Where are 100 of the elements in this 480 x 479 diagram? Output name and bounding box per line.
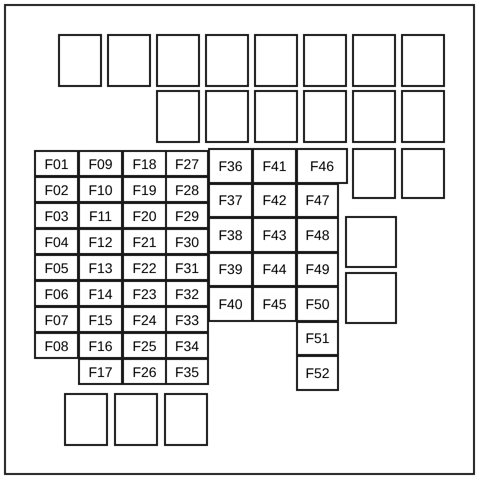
fuse-slot [208,217,253,252]
fuse-slot [296,286,339,322]
fuse-slot [296,355,339,390]
fuse-slot [34,332,79,359]
fuse-slot [165,254,209,281]
fuse-label: F39 [218,262,243,276]
relay-slot [303,90,347,143]
fuse-slot [34,306,79,333]
fuse-label: F18 [132,156,157,170]
relay-slot [107,34,151,87]
fuse-label: F28 [174,182,200,196]
fuse-slot [296,320,339,356]
relay-slot [401,90,445,143]
fuse-slot [78,280,123,307]
fuse-label: F23 [132,286,157,300]
fuse-label: F27 [174,156,200,170]
fuse-slot [122,280,167,307]
fuse-label: F32 [174,286,200,300]
fuse-label: F52 [305,366,330,380]
fuse-slot [122,254,167,281]
fuse-label: F11 [88,208,112,222]
fuse-label: F16 [88,338,113,352]
relay-slot [114,393,158,446]
fuse-slot [122,332,167,359]
relay-slot [352,148,396,199]
fuse-label: F19 [132,182,157,196]
fuse-label: F08 [44,338,69,352]
relay-slot [352,34,396,87]
fuse-slot [78,358,123,385]
fuse-label: F06 [44,286,69,300]
fuse-slot [296,182,339,218]
fuse-slot [122,358,167,385]
fuse-label: F48 [305,228,330,242]
fuse-slot [34,202,79,229]
fuse-label: F37 [218,193,243,208]
fuse-label: F30 [174,234,200,248]
fuse-slot [122,176,167,203]
fuse-label: F03 [44,208,69,222]
fuse-label: F15 [88,312,113,326]
fuse-slot [165,358,209,385]
relay-slot [352,90,396,143]
fuse-slot [252,217,297,252]
fuse-slot [78,306,123,333]
fuse-label: F02 [44,182,69,196]
fuse-slot [208,286,253,322]
fuse-slot [34,176,79,203]
fuse-slot [122,228,167,255]
relay-slot [156,34,200,87]
fuse-label: F21 [132,234,157,248]
fuse-label: F34 [174,338,200,352]
fuse-slot [252,182,297,218]
fuse-label: F43 [262,228,287,242]
fuse-slot [78,176,123,203]
fuse-label: F36 [218,158,243,173]
fuse-slot [78,332,123,359]
fuse-slot [34,280,79,307]
fuse-slot [165,280,209,307]
relay-slot [156,90,200,143]
fuse-label: F51 [305,331,330,346]
fuse-slot [296,252,339,287]
fuse-label: F22 [132,260,157,274]
fuse-label: F12 [88,234,113,248]
fuse-slot [122,202,167,229]
fuse-label: F14 [88,286,113,300]
fuse-slot [122,306,167,333]
relay-slot [254,90,298,143]
fuse-slot [34,254,79,281]
fuse-label: F33 [174,312,200,326]
fuse-label: F45 [262,296,287,311]
fuse-slot [165,202,209,229]
fuse-slot [208,148,253,184]
fuse-slot [165,306,209,333]
fuse-slot [296,148,348,184]
fuse-label: F05 [44,260,69,274]
fuse-label: F01 [44,156,69,170]
relay-slot [303,34,347,87]
fuse-slot [78,228,123,255]
relay-slot [205,34,249,87]
fuse-label: F07 [44,312,69,326]
fuse-label: F35 [174,364,200,378]
fuse-slot [252,148,297,184]
fuse-label: F40 [218,296,243,311]
fuse-label: F38 [218,228,243,242]
fuse-label: F13 [88,260,113,274]
fuse-slot [122,150,167,177]
fuse-slot [208,182,253,218]
fuse-slot [252,252,297,287]
fuse-slot [34,228,79,255]
fuse-label: F31 [174,260,200,274]
fuse-label: F42 [262,193,287,208]
fuse-label: F04 [44,234,69,248]
fuse-label: F25 [132,338,157,352]
fuse-slot [165,332,209,359]
fuse-label: F41 [262,158,287,173]
fuse-slot [165,176,209,203]
fuse-label: F26 [132,364,157,378]
relay-slot [401,34,445,87]
fuse-label: F50 [305,296,330,311]
relay-slot [401,148,445,199]
fuse-label: F44 [262,262,287,276]
